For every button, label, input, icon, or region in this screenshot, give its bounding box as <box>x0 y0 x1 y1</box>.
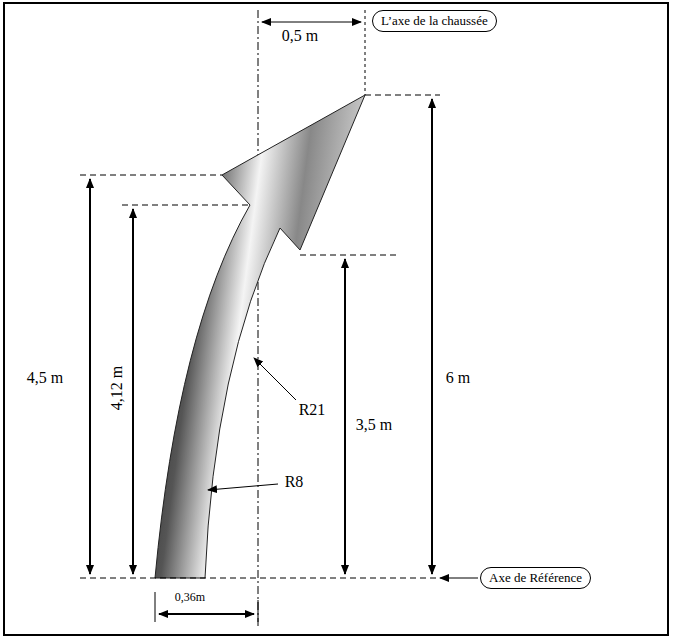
dimension-line <box>159 613 254 615</box>
dimension-line <box>132 209 134 574</box>
extension-line <box>80 175 222 176</box>
dimension-label: 6 m <box>444 369 472 387</box>
extension-line <box>122 205 250 206</box>
dimension-line <box>431 99 433 574</box>
extension-line <box>365 95 440 96</box>
extension-line <box>300 255 398 256</box>
extension-line <box>155 592 156 622</box>
reference-line <box>80 578 436 579</box>
dimension-label: 3,5 m <box>354 416 394 434</box>
frame <box>4 3 668 635</box>
arrow-marking <box>155 95 365 578</box>
dimension-line <box>344 259 346 574</box>
axis-tag: L’axe de la chaussée <box>372 10 497 32</box>
dimension-line <box>89 179 91 574</box>
dimension-label: 4,5 m <box>25 369 65 387</box>
leader-line <box>208 484 278 490</box>
leader-line <box>254 358 296 400</box>
axis-name: L’axe de la chaussée <box>381 13 488 29</box>
dimension-line <box>262 22 361 23</box>
road-axis <box>365 10 366 95</box>
extension-line <box>258 600 259 622</box>
axis-name: Axe de Référence <box>489 570 582 586</box>
dimension-label: 4,12 m <box>108 364 126 412</box>
dimension-label: 0,36m <box>173 591 207 604</box>
arrow-axis <box>258 10 259 628</box>
radius-label: R8 <box>283 473 306 491</box>
leader-line <box>440 578 478 579</box>
dimension-label: 0,5 m <box>280 27 320 45</box>
radius-label: R21 <box>297 401 328 419</box>
axis-tag: Axe de Référence <box>480 567 591 589</box>
